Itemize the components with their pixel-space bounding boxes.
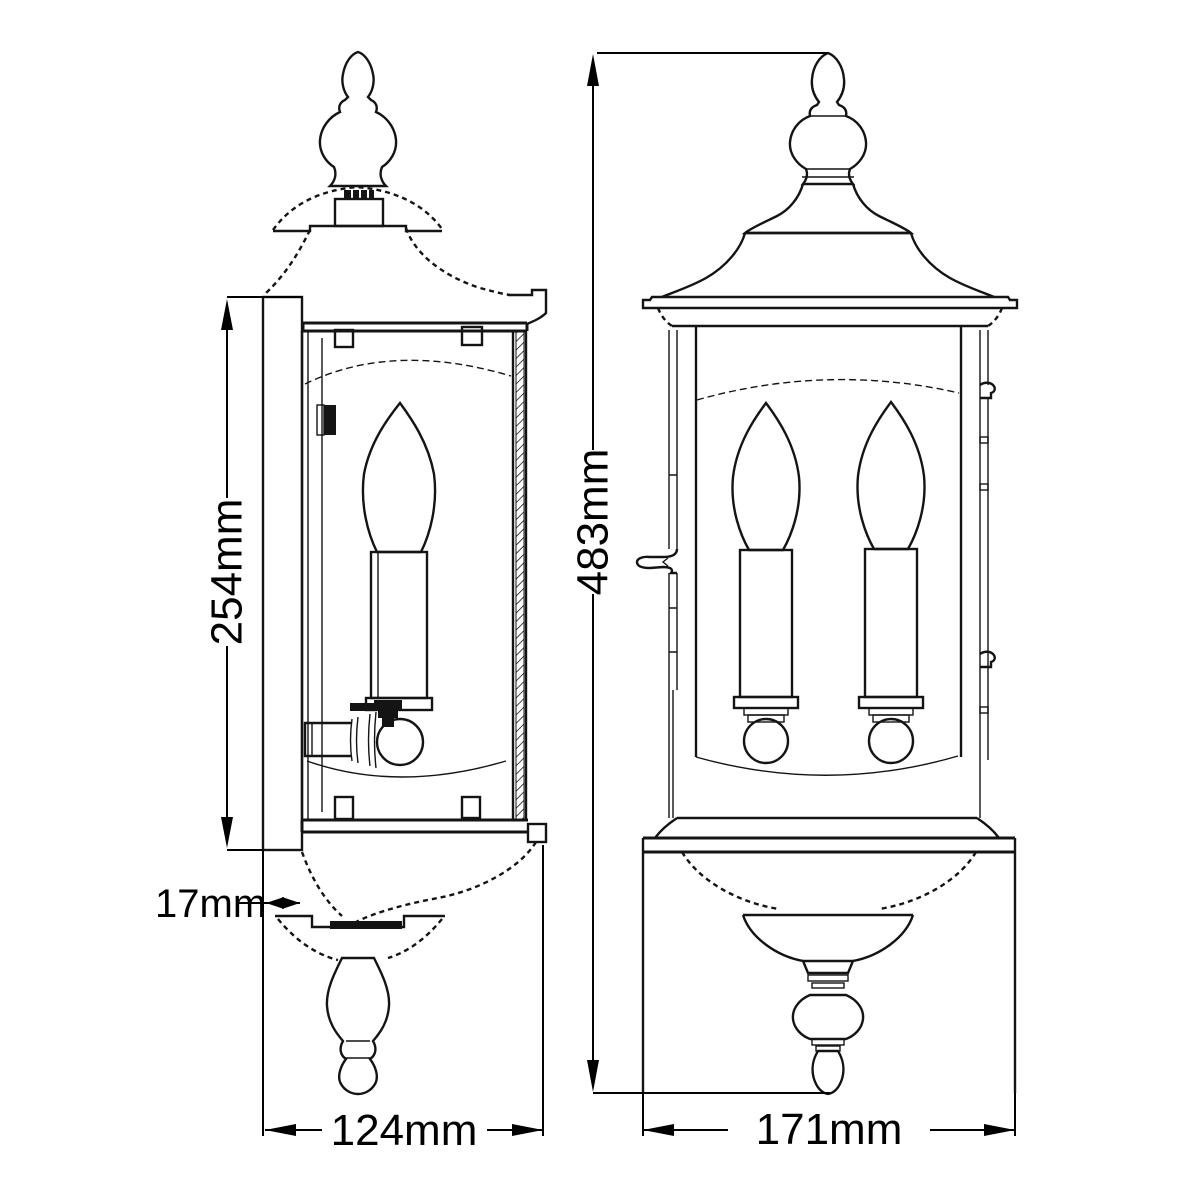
side-door-latch-plate <box>316 404 325 436</box>
front-wall-hook <box>635 548 679 575</box>
dimension-front-width: 171mm <box>642 1093 1016 1154</box>
dimension-label-254mm: 254mm <box>203 499 252 646</box>
side-dome-cap <box>272 185 443 231</box>
front-bell-cap <box>741 183 915 235</box>
side-roof-right-curve <box>404 227 511 297</box>
front-hinge-joint <box>979 706 989 714</box>
front-pendant-urn <box>791 993 865 1041</box>
front-candle-bulb-left <box>731 400 801 552</box>
dimension-front-height: 483mm <box>569 52 830 1094</box>
side-bottom-cornice <box>300 818 528 834</box>
front-candle-bulb-right <box>856 399 926 551</box>
front-top-cornice <box>641 295 1019 310</box>
side-candle-bulb <box>361 401 437 554</box>
dimension-plate-depth: 17mm <box>155 882 300 926</box>
front-scroll-right <box>878 851 978 911</box>
side-door-latch <box>324 405 336 435</box>
front-hinge-joint <box>979 436 989 444</box>
side-back-scroll <box>300 851 343 917</box>
side-finial <box>318 50 398 188</box>
side-roof-left-curve <box>265 229 312 294</box>
front-socket-ball-right <box>867 717 915 765</box>
side-drop-finial <box>325 956 391 1096</box>
dimension-annotations: 483mm 254mm 17mm 124mm <box>155 52 1016 1155</box>
dimension-side-width: 124mm <box>262 845 544 1155</box>
front-hinge-knuckle-top <box>979 381 996 400</box>
side-bottom-tab-right <box>460 795 482 820</box>
front-pendant-acorn <box>811 1049 845 1096</box>
front-base-band <box>643 836 1015 854</box>
front-roof-left <box>661 232 747 299</box>
front-view-drawing <box>635 51 1019 1096</box>
front-roof-right <box>909 232 995 299</box>
side-roof-lip <box>508 288 548 326</box>
side-top-tab-left <box>333 328 355 349</box>
side-bracket-bowl-left <box>277 918 339 962</box>
side-wall-plate <box>261 295 304 852</box>
front-finial <box>788 51 868 186</box>
side-bottom-cornice-lip <box>526 822 548 844</box>
side-bracket-bowl-right <box>387 918 443 960</box>
front-candle-sleeve-left <box>738 548 794 699</box>
side-finial-base <box>333 197 385 228</box>
front-candle-sleeve-right <box>863 547 919 699</box>
front-pendant-bowl <box>741 914 915 963</box>
dimension-label-17mm: 17mm <box>155 882 266 926</box>
side-socket-arm <box>303 721 352 758</box>
side-glass-arch <box>304 359 512 385</box>
side-glass-door-edge <box>515 330 525 821</box>
front-hinge-rail <box>979 330 989 818</box>
side-top-cornice <box>301 321 529 333</box>
side-thumb-screw <box>350 703 374 711</box>
dimension-label-171mm: 171mm <box>756 1105 903 1154</box>
front-socket-ball-left <box>742 717 790 765</box>
side-glass-bottom-curve <box>306 760 507 778</box>
dimension-side-height: 254mm <box>203 296 302 851</box>
front-backplate-edge <box>668 330 678 818</box>
side-view-drawing <box>261 50 548 1096</box>
side-dome-base <box>273 224 442 233</box>
side-candle-sleeve <box>369 550 429 700</box>
front-hinge-knuckle-bottom <box>979 650 996 669</box>
dimension-label-124mm: 124mm <box>331 1106 478 1155</box>
dimension-label-483mm: 483mm <box>569 449 618 596</box>
side-top-tab-right <box>460 325 484 347</box>
side-front-scroll <box>355 841 538 924</box>
front-glass-bottom-curve <box>695 755 959 776</box>
front-hinge-joint <box>979 483 989 491</box>
front-glass-arch <box>696 378 960 401</box>
front-scroll-left <box>680 851 780 911</box>
side-bottom-tab-left <box>333 795 355 821</box>
side-socket-ball <box>375 717 425 767</box>
